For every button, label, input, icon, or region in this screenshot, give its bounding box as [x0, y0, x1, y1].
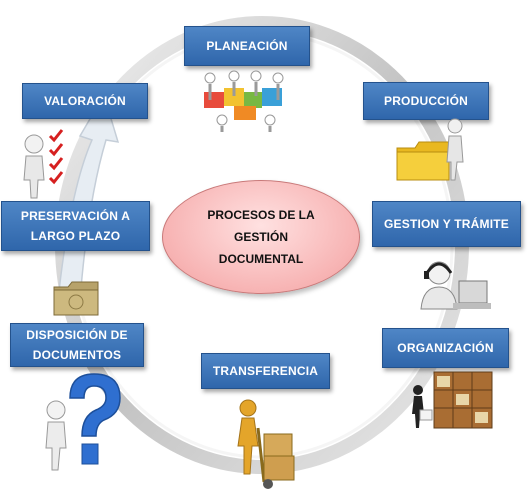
checklist-figure-icon	[23, 129, 64, 199]
stage-organizacion-label: ORGANIZACIÓN	[397, 341, 494, 355]
archive-shelves-icon	[412, 371, 493, 429]
folder-icon	[53, 281, 99, 316]
stage-planeacion: PLANEACIÓN	[184, 26, 310, 66]
stage-gestion-label: GESTION Y TRÁMITE	[384, 217, 509, 231]
headset-operator-icon	[420, 261, 491, 310]
center-title-text: PROCESOS DE LA GESTIÓN DOCUMENTAL	[207, 208, 315, 266]
stage-disposicion: DISPOSICIÓN DE DOCUMENTOS	[10, 323, 144, 367]
stage-transferencia-label: TRANSFERENCIA	[212, 364, 319, 378]
handtruck-boxes-icon	[237, 399, 295, 489]
stage-valoracion: VALORACIÓN	[22, 83, 148, 119]
stage-valoracion-label: VALORACIÓN	[44, 94, 126, 108]
stage-produccion: PRODUCCIÓN	[363, 82, 489, 120]
puzzle-teamwork-icon	[204, 70, 284, 132]
stage-gestion: GESTION Y TRÁMITE	[372, 201, 521, 247]
stage-preservacion-label: PRESERVACIÓN A LARGO PLAZO	[20, 209, 131, 243]
stage-transferencia: TRANSFERENCIA	[201, 353, 330, 389]
folder-figure-icon	[396, 118, 464, 181]
stage-preservacion: PRESERVACIÓN A LARGO PLAZO	[1, 201, 150, 251]
stage-disposicion-label: DISPOSICIÓN DE DOCUMENTOS	[26, 328, 128, 362]
stage-produccion-label: PRODUCCIÓN	[383, 94, 468, 108]
question-mark-figure-icon	[45, 373, 121, 471]
stage-organizacion: ORGANIZACIÓN	[382, 328, 509, 368]
stage-planeacion-label: PLANEACIÓN	[206, 39, 288, 53]
center-title: PROCESOS DE LA GESTIÓN DOCUMENTAL	[162, 180, 360, 294]
